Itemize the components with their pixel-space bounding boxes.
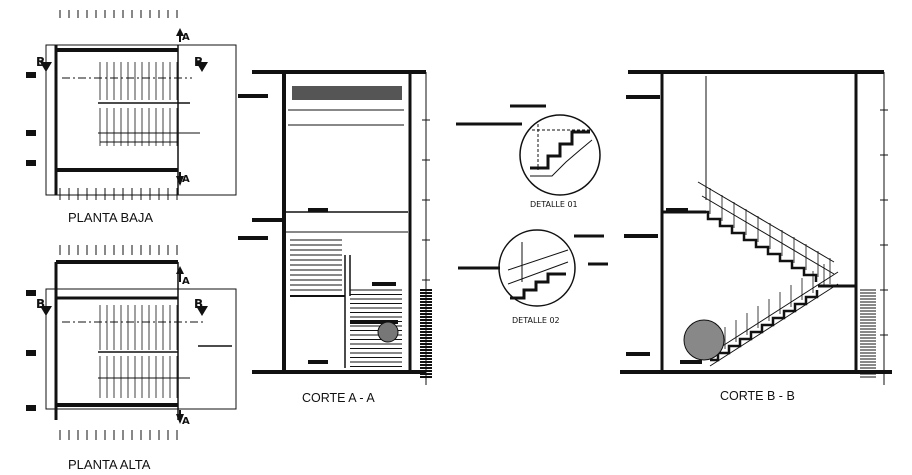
cut-a-marker-top: A [182, 32, 190, 43]
stair-profile [700, 210, 818, 282]
ground-floor-plan [26, 10, 237, 200]
cut-a-marker-bottom: A [182, 174, 190, 185]
detail-01-label: DETALLE 01 [530, 200, 578, 209]
cut-b-marker-left: B [36, 55, 45, 69]
cut-a-marker-top-upper: A [182, 276, 190, 287]
cut-a-marker-bottom-upper: A [182, 416, 190, 427]
detail-02-label: DETALLE 02 [512, 316, 560, 325]
upper-floor-plan [26, 245, 237, 440]
detail-01 [456, 104, 601, 196]
upper-floor-title: PLANTA ALTA [68, 457, 151, 472]
section-a-title: CORTE A - A [302, 391, 375, 405]
detail-02 [458, 229, 608, 307]
cut-b-marker-left-upper: B [36, 297, 45, 311]
stair-profile [710, 290, 819, 362]
section-a-a [238, 70, 432, 385]
ground-floor-title: PLANTA BAJA [68, 210, 153, 225]
section-b-title: CORTE B - B [720, 389, 795, 403]
section-b-b [620, 70, 892, 385]
cut-b-marker-right: B [194, 55, 203, 69]
cut-b-marker-right-upper: B [194, 297, 203, 311]
